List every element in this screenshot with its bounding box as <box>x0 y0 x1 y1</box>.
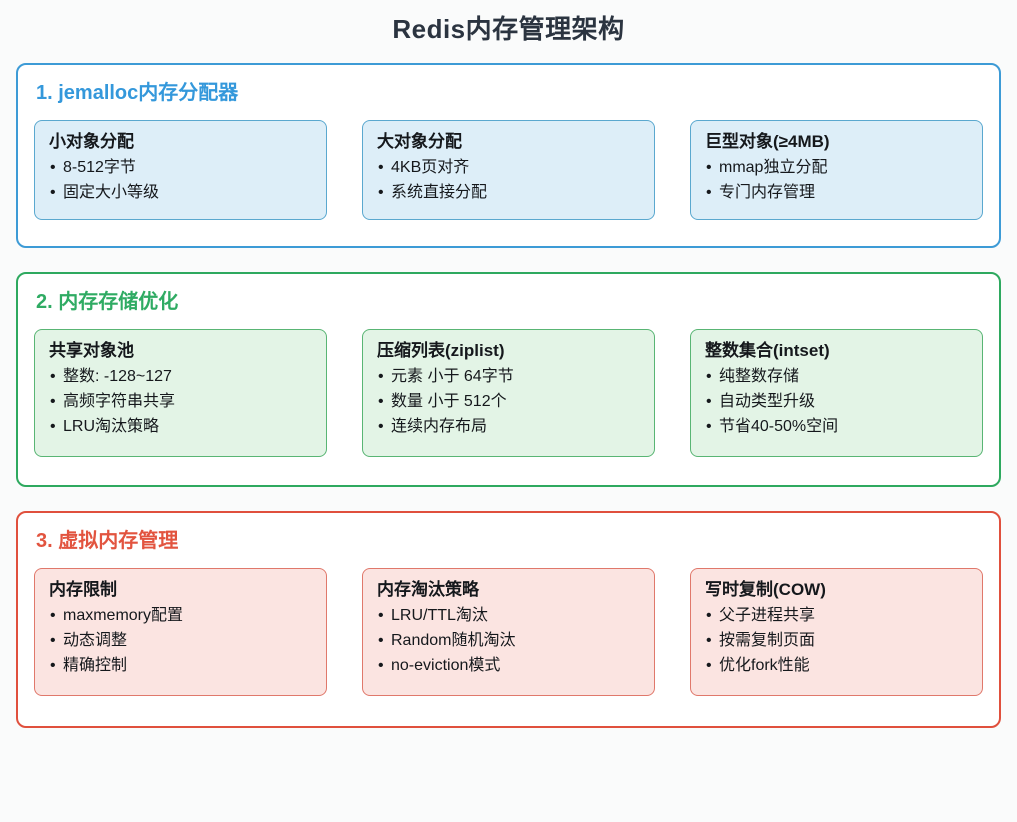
card-bullet-list: maxmemory配置 动态调整 精确控制 <box>49 604 312 678</box>
list-item: Random随机淘汰 <box>377 629 640 654</box>
list-item: 优化fork性能 <box>705 654 968 679</box>
card-bullet-list: 4KB页对齐 系统直接分配 <box>377 156 640 206</box>
list-item: 按需复制页面 <box>705 629 968 654</box>
list-item: 父子进程共享 <box>705 604 968 629</box>
card-large-object-allocation: 大对象分配 4KB页对齐 系统直接分配 <box>362 120 655 221</box>
section-heading: 1. jemalloc内存分配器 <box>36 82 239 105</box>
section-jemalloc-allocator: 1. jemalloc内存分配器 小对象分配 8-512字节 固定大小等级 大对… <box>16 63 1001 249</box>
card-small-object-allocation: 小对象分配 8-512字节 固定大小等级 <box>34 120 327 221</box>
list-item: 数量 小于 512个 <box>377 390 640 415</box>
card-shared-object-pool: 共享对象池 整数: -128~127 高频字符串共享 LRU淘汰策略 <box>34 329 327 458</box>
list-item: 连续内存布局 <box>377 415 640 440</box>
card-title: 小对象分配 <box>49 132 134 152</box>
list-item: maxmemory配置 <box>49 604 312 629</box>
card-bullet-list: mmap独立分配 专门内存管理 <box>705 156 968 206</box>
card-eviction-policy: 内存淘汰策略 LRU/TTL淘汰 Random随机淘汰 no-eviction模… <box>362 568 655 697</box>
list-item: 8-512字节 <box>49 156 312 181</box>
card-title: 大对象分配 <box>377 132 462 152</box>
section-memory-storage-optimization: 2. 内存存储优化 共享对象池 整数: -128~127 高频字符串共享 LRU… <box>16 272 1001 488</box>
card-title: 整数集合(intset) <box>705 341 830 361</box>
list-item: LRU淘汰策略 <box>49 415 312 440</box>
card-row: 小对象分配 8-512字节 固定大小等级 大对象分配 4KB页对齐 系统直接分配… <box>34 120 983 221</box>
section-heading: 3. 虚拟内存管理 <box>36 530 179 553</box>
card-bullet-list: 整数: -128~127 高频字符串共享 LRU淘汰策略 <box>49 365 312 439</box>
card-title: 压缩列表(ziplist) <box>377 341 505 361</box>
list-item: 专门内存管理 <box>705 181 968 206</box>
list-item: no-eviction模式 <box>377 654 640 679</box>
card-ziplist: 压缩列表(ziplist) 元素 小于 64字节 数量 小于 512个 连续内存… <box>362 329 655 458</box>
card-title: 内存淘汰策略 <box>377 580 479 600</box>
card-title: 内存限制 <box>49 580 117 600</box>
list-item: LRU/TTL淘汰 <box>377 604 640 629</box>
card-bullet-list: 元素 小于 64字节 数量 小于 512个 连续内存布局 <box>377 365 640 439</box>
card-title: 共享对象池 <box>49 341 134 361</box>
card-row: 内存限制 maxmemory配置 动态调整 精确控制 内存淘汰策略 LRU/TT… <box>34 568 983 697</box>
list-item: 动态调整 <box>49 629 312 654</box>
list-item: mmap独立分配 <box>705 156 968 181</box>
card-bullet-list: LRU/TTL淘汰 Random随机淘汰 no-eviction模式 <box>377 604 640 678</box>
list-item: 系统直接分配 <box>377 181 640 206</box>
list-item: 自动类型升级 <box>705 390 968 415</box>
list-item: 节省40-50%空间 <box>705 415 968 440</box>
card-title: 巨型对象(≥4MB) <box>705 132 830 152</box>
section-heading: 2. 内存存储优化 <box>36 291 179 314</box>
list-item: 4KB页对齐 <box>377 156 640 181</box>
list-item: 纯整数存储 <box>705 365 968 390</box>
section-virtual-memory-management: 3. 虚拟内存管理 内存限制 maxmemory配置 动态调整 精确控制 内存淘… <box>16 511 1001 729</box>
list-item: 元素 小于 64字节 <box>377 365 640 390</box>
card-intset: 整数集合(intset) 纯整数存储 自动类型升级 节省40-50%空间 <box>690 329 983 458</box>
card-title: 写时复制(COW) <box>705 580 826 600</box>
card-row: 共享对象池 整数: -128~127 高频字符串共享 LRU淘汰策略 压缩列表(… <box>34 329 983 458</box>
page-title: Redis内存管理架构 <box>392 14 625 44</box>
list-item: 高频字符串共享 <box>49 390 312 415</box>
card-copy-on-write: 写时复制(COW) 父子进程共享 按需复制页面 优化fork性能 <box>690 568 983 697</box>
card-bullet-list: 8-512字节 固定大小等级 <box>49 156 312 206</box>
list-item: 整数: -128~127 <box>49 365 312 390</box>
card-bullet-list: 纯整数存储 自动类型升级 节省40-50%空间 <box>705 365 968 439</box>
card-bullet-list: 父子进程共享 按需复制页面 优化fork性能 <box>705 604 968 678</box>
list-item: 精确控制 <box>49 654 312 679</box>
card-memory-limit: 内存限制 maxmemory配置 动态调整 精确控制 <box>34 568 327 697</box>
card-huge-object-allocation: 巨型对象(≥4MB) mmap独立分配 专门内存管理 <box>690 120 983 221</box>
list-item: 固定大小等级 <box>49 181 312 206</box>
